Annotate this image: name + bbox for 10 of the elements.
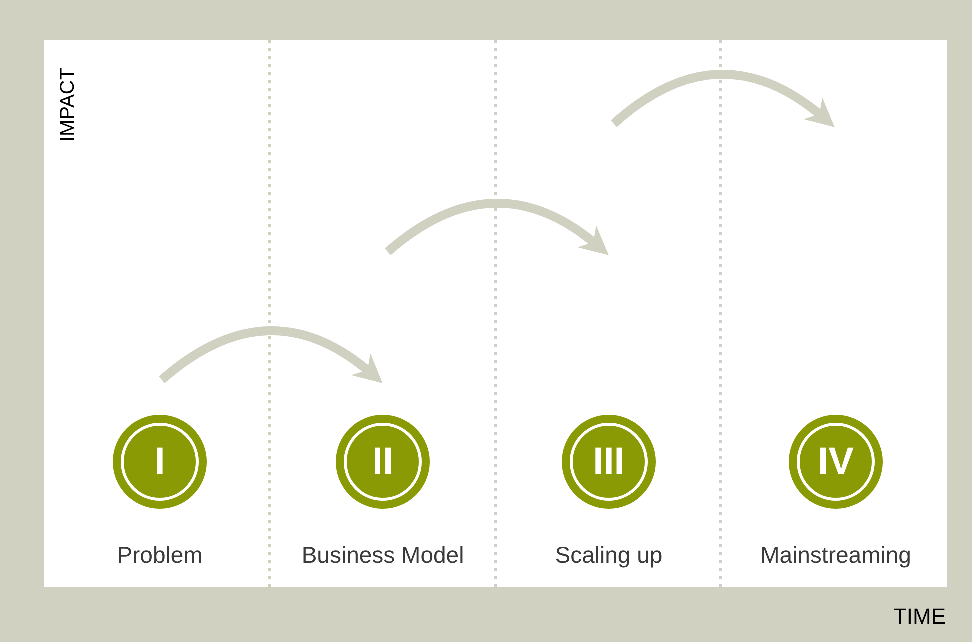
roman-numeral: III [593, 442, 625, 482]
stage-label: Scaling up [555, 541, 663, 569]
axis-label: TIME [893, 604, 946, 630]
stage-label: Problem [117, 541, 203, 569]
stage-label: Mainstreaming [760, 541, 912, 569]
axis-label: IMPACT [56, 68, 80, 142]
stage-label: Business Model [302, 541, 464, 569]
roman-numeral: I [154, 442, 166, 482]
roman-numeral: IV [818, 442, 854, 482]
roman-numeral: II [372, 442, 394, 482]
